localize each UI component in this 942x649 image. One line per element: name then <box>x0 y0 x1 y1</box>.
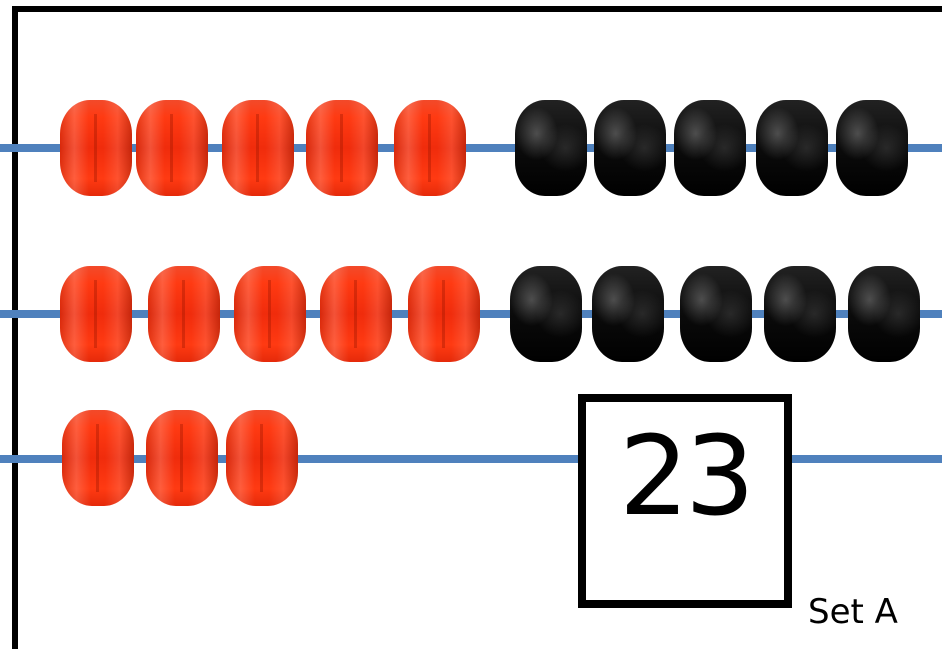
red-bead <box>148 266 220 362</box>
red-bead <box>62 410 134 506</box>
black-bead <box>764 266 836 362</box>
black-bead <box>592 266 664 362</box>
red-bead <box>146 410 218 506</box>
red-bead <box>60 100 132 196</box>
black-bead <box>848 266 920 362</box>
black-bead <box>674 100 746 196</box>
red-bead <box>60 266 132 362</box>
set-label: Set A <box>808 592 898 632</box>
black-bead <box>680 266 752 362</box>
red-bead <box>394 100 466 196</box>
red-bead <box>222 100 294 196</box>
red-bead <box>234 266 306 362</box>
red-bead <box>306 100 378 196</box>
answer-number: 23 <box>619 421 751 531</box>
black-bead <box>756 100 828 196</box>
black-bead <box>594 100 666 196</box>
black-bead <box>836 100 908 196</box>
black-bead <box>515 100 587 196</box>
answer-box: 23 <box>578 394 792 608</box>
red-bead <box>320 266 392 362</box>
rod-row-3 <box>0 455 942 463</box>
red-bead <box>136 100 208 196</box>
red-bead <box>408 266 480 362</box>
red-bead <box>226 410 298 506</box>
black-bead <box>510 266 582 362</box>
